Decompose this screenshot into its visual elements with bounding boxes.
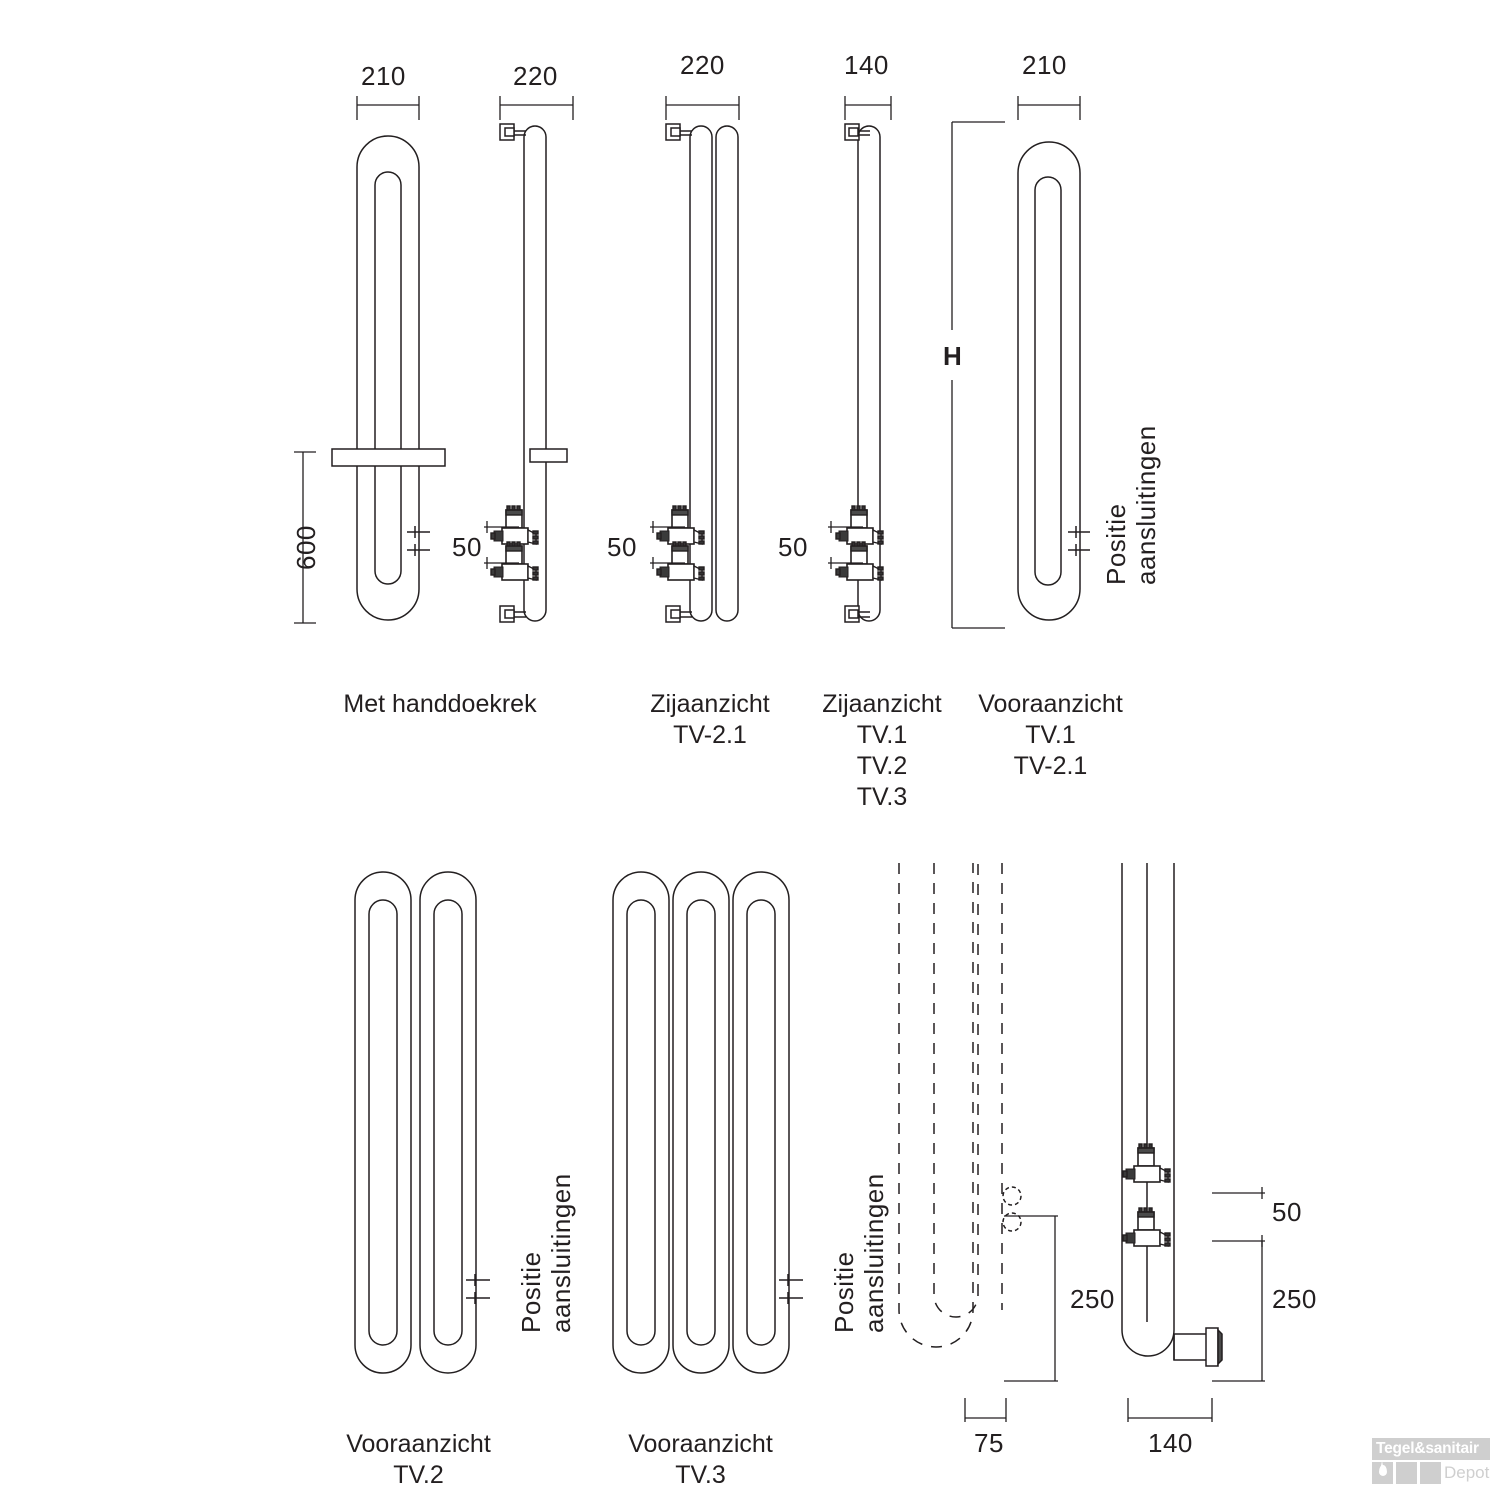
logo-square-3 <box>1420 1462 1441 1484</box>
dim-label-50-d: 50 <box>1272 1197 1302 1227</box>
dim-label-220-b: 220 <box>680 50 725 80</box>
caption-tv21-side: TV-2.1 <box>673 721 747 749</box>
caption-vooraanzicht-tv2: Vooraanzicht <box>346 1430 491 1458</box>
dim-H <box>951 121 1005 629</box>
caption-tv1-front: TV.1 <box>1025 721 1076 749</box>
dim-210-a <box>356 96 420 120</box>
view-vooraanzicht-tv3 <box>612 871 803 1374</box>
view-vooraanzicht-tv2 <box>354 871 490 1374</box>
dim-600 <box>294 451 316 624</box>
caption-tv21-front: TV-2.1 <box>1013 752 1088 780</box>
label-aansluitingen-1: aansluitingen <box>1131 425 1161 585</box>
caption-tv3-front: TV.3 <box>675 1461 726 1489</box>
view-zijaanzicht-tv123 <box>844 123 881 623</box>
dim-label-220-a: 220 <box>513 61 558 91</box>
dim-label-250-b: 250 <box>1272 1284 1317 1314</box>
brand-name: Tegel&sanitair <box>1372 1438 1490 1460</box>
detail-hidden-outline <box>898 863 1003 1348</box>
label-positie-2: Positie <box>516 1251 546 1333</box>
caption-tv3-side: TV.3 <box>856 783 908 811</box>
dim-label-140-b: 140 <box>1148 1428 1193 1458</box>
dim-label-210-a: 210 <box>361 61 406 91</box>
caption-tv2-side: TV.2 <box>856 752 908 780</box>
caption-zijaanzicht-2: Zijaanzicht <box>822 690 942 718</box>
dim-220-b <box>665 96 740 120</box>
dim-140-b <box>1127 1398 1213 1422</box>
dim-50-c <box>828 521 863 569</box>
view-met-handdoekrek <box>331 135 446 621</box>
water-drop-icon <box>1379 1461 1387 1476</box>
label-positie-1: Positie <box>1101 503 1131 585</box>
brand-depot: Depot <box>1444 1463 1490 1482</box>
dim-label-600: 600 <box>291 525 321 570</box>
caption-met-handdoekrek: Met handdoekrek <box>343 690 537 718</box>
caption-zijaanzicht-1: Zijaanzicht <box>650 690 770 718</box>
dim-label-50-c: 50 <box>778 532 808 562</box>
dim-label-50-a: 50 <box>452 532 482 562</box>
label-positie-3: Positie <box>829 1251 859 1333</box>
view-zijaanzicht-tv21 <box>499 123 568 623</box>
dim-label-140-a: 140 <box>844 50 889 80</box>
label-aansluitingen-3: aansluitingen <box>859 1173 889 1333</box>
dim-label-50-b: 50 <box>607 532 637 562</box>
caption-tv2-front: TV.2 <box>393 1461 444 1489</box>
caption-vooraanzicht-tv3: Vooraanzicht <box>628 1430 773 1458</box>
dim-220-a <box>499 96 574 120</box>
caption-vooraanzicht-1: Vooraanzicht <box>978 690 1123 718</box>
valves-two-tube-side <box>656 505 705 581</box>
detail-hidden-holes <box>1002 1186 1022 1232</box>
brand-watermark: Tegel&sanitair Depot <box>1372 1438 1490 1486</box>
dim-140-a <box>844 96 892 120</box>
dim-210-b <box>1017 96 1081 120</box>
label-aansluitingen-2: aansluitingen <box>546 1173 576 1333</box>
view-vooraanzicht-tv1 <box>1017 141 1090 621</box>
detail-aansluitingen <box>1121 863 1223 1367</box>
caption-tv1-side: TV.1 <box>856 721 908 749</box>
dim-50-b <box>650 521 685 569</box>
dim-75 <box>964 1398 1007 1422</box>
dim-50-d <box>1212 1187 1265 1247</box>
view-zijaanzicht-two-tubes <box>665 123 739 623</box>
dim-label-H: H <box>943 341 963 371</box>
valves-tv21-side <box>490 505 539 581</box>
logo-square-2 <box>1396 1462 1417 1484</box>
dim-label-210-b: 210 <box>1022 50 1067 80</box>
dim-50-a <box>484 521 519 569</box>
dim-250-a <box>1004 1215 1058 1382</box>
dim-label-75: 75 <box>974 1428 1004 1458</box>
dim-250-b <box>1212 1241 1265 1382</box>
dim-label-250-a: 250 <box>1070 1284 1115 1314</box>
valves-tv123-side <box>835 505 884 581</box>
